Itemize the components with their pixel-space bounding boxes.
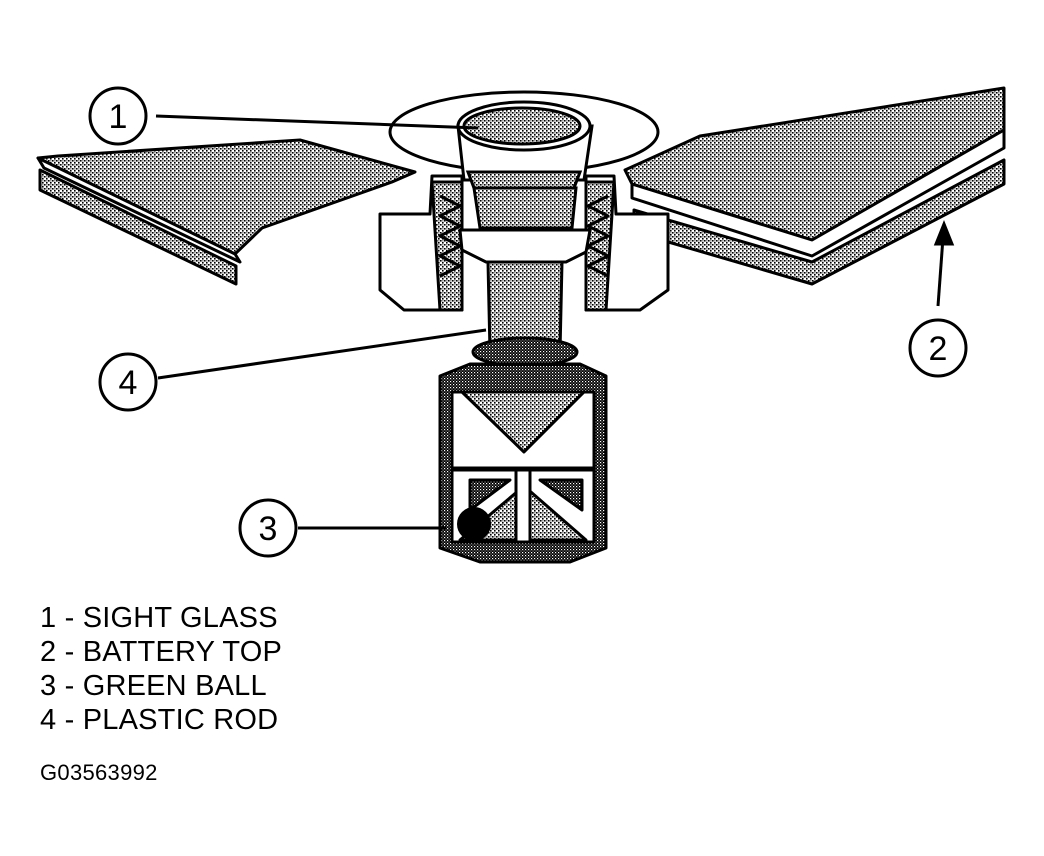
callout-1: 1 xyxy=(88,86,148,146)
callout-2-label: 2 xyxy=(929,330,948,368)
callout-3-label: 3 xyxy=(259,510,278,548)
leader-arrow-2 xyxy=(933,219,955,246)
leader-lines xyxy=(155,114,955,530)
leader-line-1 xyxy=(155,114,479,130)
callout-2: 2 xyxy=(908,318,968,378)
figure-id: G03563992 xyxy=(40,760,158,785)
legend-item-plastic-rod: 4 - PLASTIC ROD xyxy=(40,704,279,736)
sight-glass xyxy=(456,100,594,190)
legend: 1 - SIGHT GLASS 2 - BATTERY TOP 3 - GREE… xyxy=(40,601,282,737)
hydrometer-body xyxy=(458,186,592,264)
callout-4: 4 xyxy=(98,352,158,412)
threaded-well xyxy=(378,174,670,312)
plastic-rod xyxy=(471,260,579,368)
green-ball xyxy=(457,507,491,541)
ball-cage xyxy=(438,362,608,564)
callout-3: 3 xyxy=(238,498,298,558)
callout-1-label: 1 xyxy=(109,98,128,136)
legend-item-green-ball: 3 - GREEN BALL xyxy=(40,670,267,702)
battery-hydrometer-diagram: 1 2 3 4 xyxy=(36,86,1006,564)
callout-4-label: 4 xyxy=(119,364,138,402)
legend-item-sight-glass: 1 - SIGHT GLASS xyxy=(40,602,278,634)
leader-line-4 xyxy=(157,328,487,380)
legend-item-battery-top: 2 - BATTERY TOP xyxy=(40,636,283,668)
battery-top xyxy=(36,86,1006,286)
